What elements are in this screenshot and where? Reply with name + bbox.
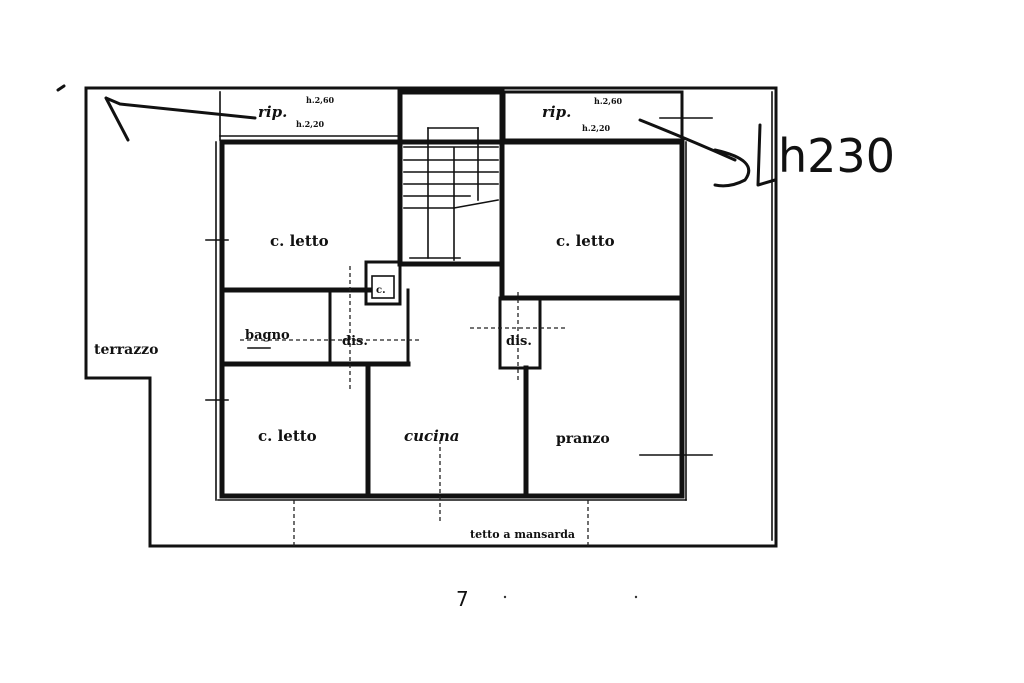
label-camera-letto-1: c. letto <box>270 232 329 250</box>
ripostiglio-2-height-top: h.2,60 <box>594 96 623 106</box>
ripostiglio-1-height-bottom: h.2,20 <box>296 119 325 129</box>
ripostiglio-2-height-bottom: h.2,20 <box>582 123 611 133</box>
ripostiglio-left-walls <box>219 91 401 141</box>
label-ripostiglio-2: rip. <box>542 103 571 121</box>
stray-mark <box>56 84 66 92</box>
arrow-left-icon <box>104 96 257 142</box>
label-terrazzo: terrazzo <box>94 342 158 358</box>
hook-mark-icon <box>638 118 777 188</box>
label-disimpegno-1: dis. <box>342 334 368 349</box>
bottom-mark: 7 <box>456 587 469 611</box>
label-bagno: bagno <box>245 328 290 343</box>
label-tettoia: tetto a mansarda <box>470 528 575 541</box>
left-rooms-walls <box>219 260 411 499</box>
right-rooms-walls <box>498 139 685 499</box>
outer-boundary <box>84 86 778 548</box>
label-wc: c. <box>376 285 386 296</box>
building-outline <box>215 139 687 501</box>
label-disimpegno-2: dis. <box>506 334 532 349</box>
label-pranzo: pranzo <box>556 431 610 447</box>
ripostiglio-right-walls <box>502 90 684 143</box>
handwritten-height: h230 <box>778 129 895 183</box>
label-ripostiglio-1: rip. <box>258 103 287 121</box>
label-cucina: cucina <box>404 427 460 445</box>
ripostiglio-1-height-top: h.2,60 <box>306 95 335 105</box>
dimension-lines <box>205 117 713 548</box>
label-camera-letto-2: c. letto <box>556 232 615 250</box>
bottom-dot-1 <box>503 595 507 599</box>
bottom-dot-2 <box>634 595 638 599</box>
label-camera-letto-3: c. letto <box>258 427 317 445</box>
stairwell <box>397 89 505 267</box>
